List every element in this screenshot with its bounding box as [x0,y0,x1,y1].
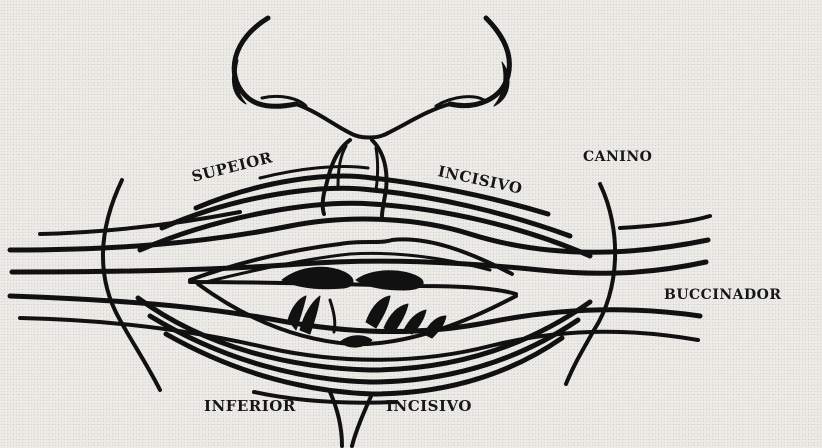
label-canino: CANINO [583,150,652,164]
label-incisivo-inferior: INCISIVO [386,399,472,414]
label-buccinador: BUCCINADOR [664,288,782,302]
chin-lines [330,392,372,446]
lower-orbicularis-fibers [138,298,590,403]
nose [232,18,509,138]
label-inferior: INFERIOR [204,399,296,414]
